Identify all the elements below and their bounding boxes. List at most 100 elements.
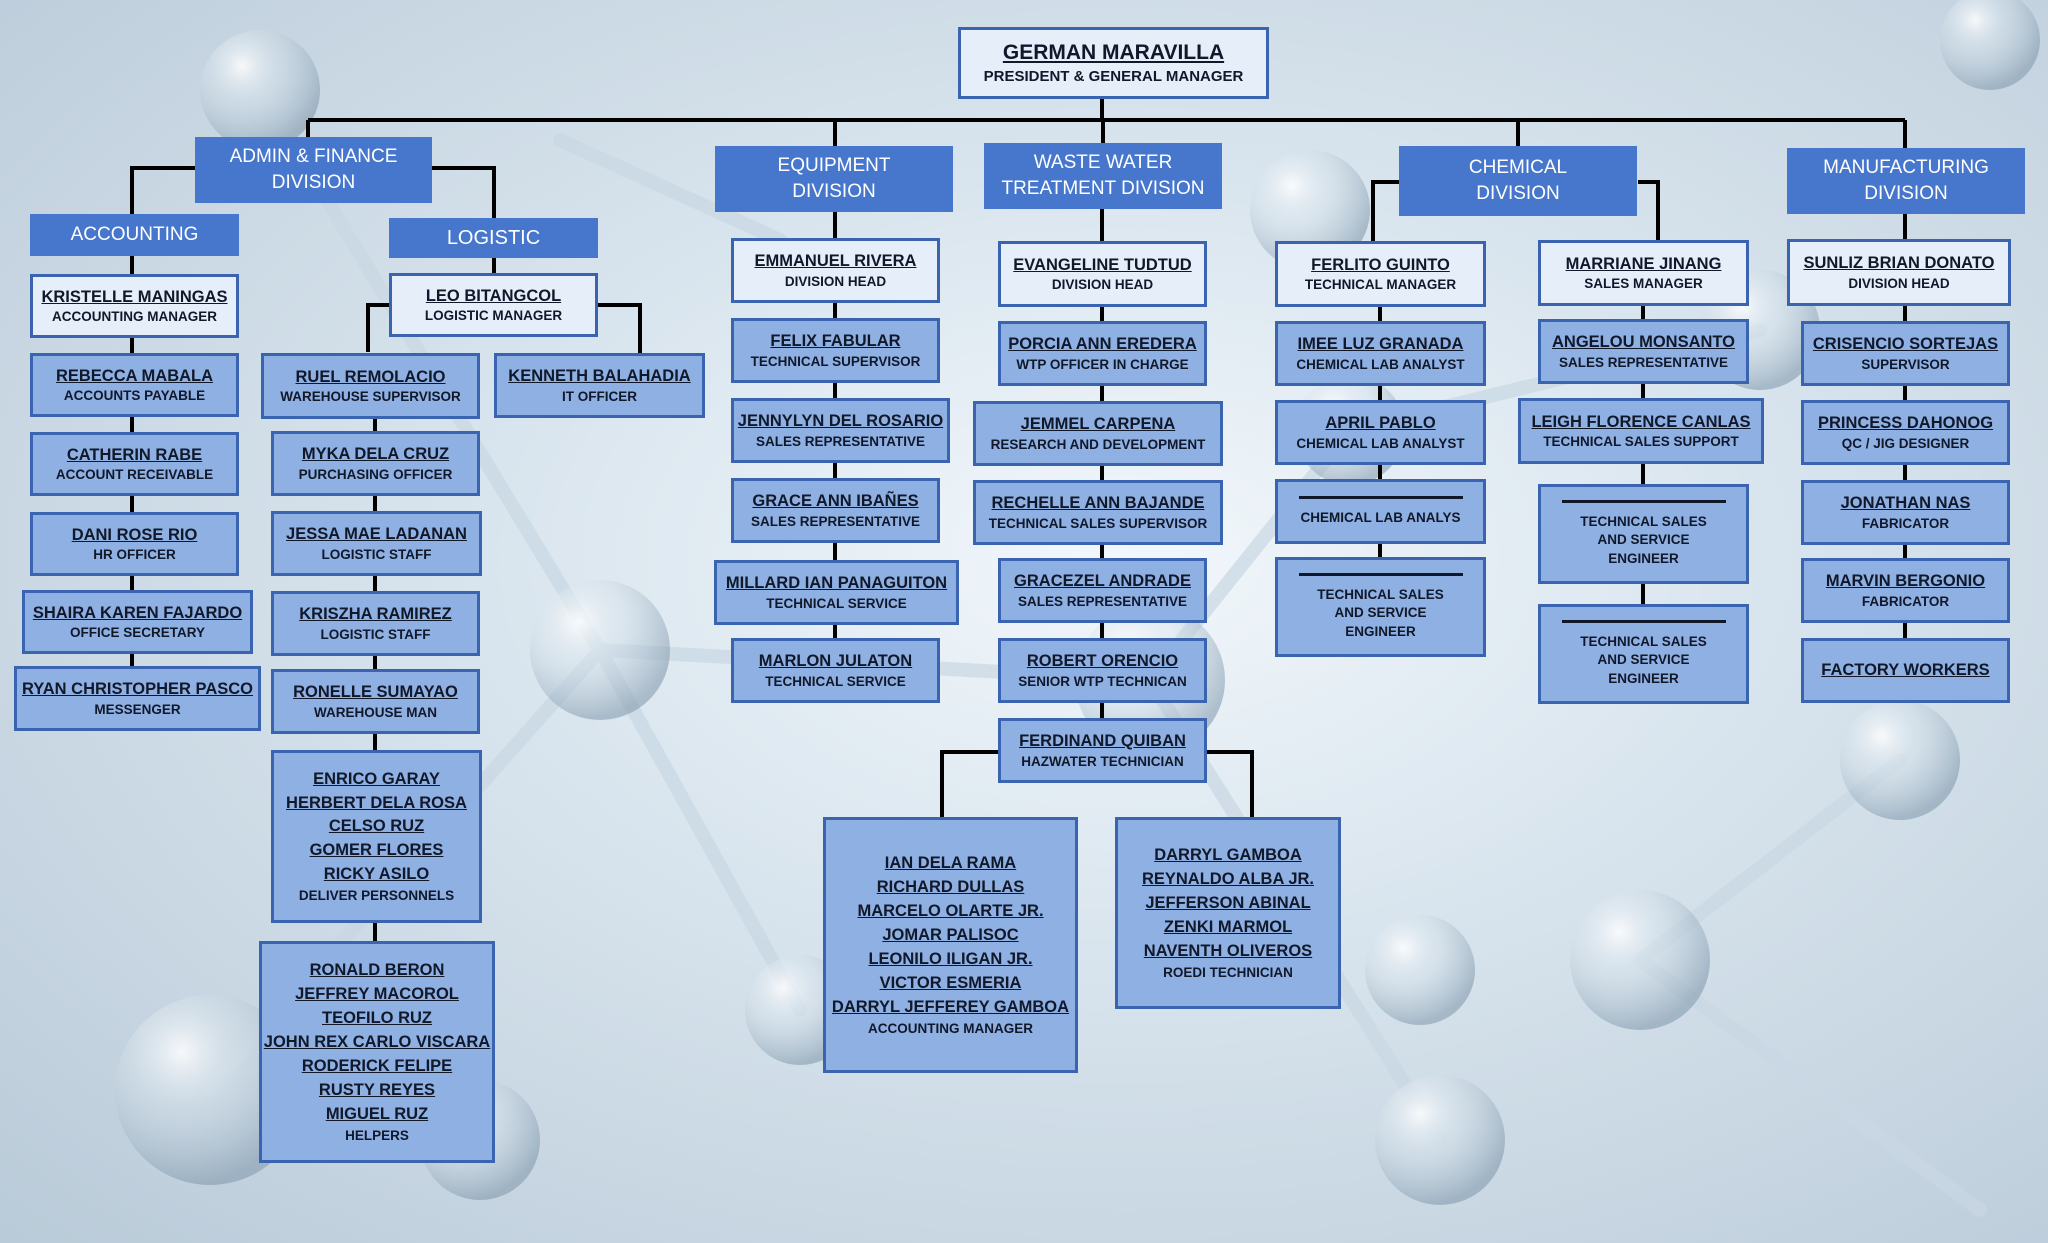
employee-box[interactable]: CATHERIN RABE ACCOUNT RECEIVABLE bbox=[30, 432, 239, 496]
division-label: ADMIN & FINANCE bbox=[229, 146, 398, 168]
employee-name: RUEL REMOLACIO bbox=[295, 367, 446, 386]
employee-box[interactable]: PRINCESS DAHONOG QC / JIG DESIGNER bbox=[1801, 400, 2010, 465]
employee-box[interactable]: ANGELOU MONSANTO SALES REPRESENTATIVE bbox=[1538, 319, 1749, 384]
employee-box[interactable]: REBECCA MABALA ACCOUNTS PAYABLE bbox=[30, 353, 239, 417]
employee-box[interactable]: SHAIRA KAREN FAJARDO OFFICE SECRETARY bbox=[22, 590, 253, 654]
employee-name: FERLITO GUINTO bbox=[1311, 255, 1450, 274]
employee-box[interactable]: CRISENCIO SORTEJAS SUPERVISOR bbox=[1801, 321, 2010, 386]
team-title: DELIVER PERSONNELS bbox=[298, 888, 455, 904]
employee-name: LEONILO ILIGAN JR. bbox=[868, 949, 1033, 968]
employee-name: KENNETH BALAHADIA bbox=[508, 367, 691, 386]
division-label: ACCOUNTING bbox=[70, 224, 199, 246]
employee-box[interactable]: MARRIANE JINANG SALES MANAGER bbox=[1538, 240, 1749, 306]
vacant-name-line bbox=[1298, 495, 1463, 499]
employee-name: MILLARD IAN PANAGUITON bbox=[725, 574, 948, 593]
employee-title: WAREHOUSE SUPERVISOR bbox=[280, 389, 461, 405]
division-label: DIVISION bbox=[792, 181, 876, 202]
employee-title: ACCOUNTING MANAGER bbox=[52, 309, 217, 325]
employee-title: FABRICATOR bbox=[1861, 593, 1950, 609]
vacant-name-line bbox=[1298, 573, 1463, 577]
employee-box[interactable]: RYAN CHRISTOPHER PASCO MESSENGER bbox=[14, 666, 261, 731]
employee-box[interactable]: ROBERT ORENCIO SENIOR WTP TECHNICAN bbox=[998, 638, 1207, 703]
employee-box[interactable]: JESSA MAE LADANAN LOGISTIC STAFF bbox=[271, 511, 482, 576]
employee-name: FERDINAND QUIBAN bbox=[1019, 732, 1186, 751]
division-label: EQUIPMENT bbox=[777, 155, 891, 177]
division-label: MANUFACTURING bbox=[1823, 157, 1989, 179]
employee-name: JOHN REX CARLO VISCARA bbox=[263, 1032, 491, 1051]
employee-box[interactable]: MYKA DELA CRUZ PURCHASING OFFICER bbox=[271, 431, 480, 496]
employee-box[interactable]: RECHELLE ANN BAJANDE TECHNICAL SALES SUP… bbox=[973, 480, 1223, 545]
employee-title: ACCOUNTS PAYABLE bbox=[63, 388, 206, 404]
employee-name: REYNALDO ALBA JR. bbox=[1141, 870, 1315, 888]
employee-name: RONELLE SUMAYAO bbox=[293, 683, 458, 702]
employee-name: CATHERIN RABE bbox=[66, 445, 203, 464]
accounting-header[interactable]: ACCOUNTING bbox=[30, 214, 239, 256]
admin-finance-division[interactable]: ADMIN & FINANCE DIVISION bbox=[195, 137, 432, 203]
helpers-team-box[interactable]: RONALD BERON JEFFREY MACOROL TEOFILO RUZ… bbox=[259, 941, 495, 1163]
delivery-team-box[interactable]: ENRICO GARAY HERBERT DELA ROSA CELSO RUZ… bbox=[271, 750, 482, 923]
division-label: WASTE WATER bbox=[1033, 152, 1173, 174]
employee-box[interactable]: GRACE ANN IBAÑES SALES REPRESENTATIVE bbox=[731, 478, 940, 543]
accounting-team-box[interactable]: IAN DELA RAMA RICHARD DULLAS MARCELO OLA… bbox=[823, 817, 1078, 1073]
employee-box[interactable]: JONATHAN NAS FABRICATOR bbox=[1801, 480, 2010, 545]
employee-name: JEFFREY MACOROL bbox=[295, 985, 459, 1004]
employee-name: MARLON JULATON bbox=[758, 652, 913, 671]
employee-box[interactable]: KRISZHA RAMIREZ LOGISTIC STAFF bbox=[271, 591, 480, 656]
vacant-position-box[interactable]: TECHNICAL SALES AND SERVICE ENGINEER bbox=[1275, 557, 1486, 657]
employee-box[interactable]: DANI ROSE RIO HR OFFICER bbox=[30, 512, 239, 576]
employee-box[interactable]: FACTORY WORKERS bbox=[1801, 638, 2010, 703]
employee-box[interactable]: GRACEZEL ANDRADE SALES REPRESENTATIVE bbox=[998, 558, 1207, 623]
employee-box[interactable]: IMEE LUZ GRANADA CHEMICAL LAB ANALYST bbox=[1275, 321, 1486, 386]
employee-box[interactable]: APRIL PABLO CHEMICAL LAB ANALYST bbox=[1275, 400, 1486, 465]
employee-name: RONALD BERON bbox=[309, 961, 445, 980]
employee-box[interactable]: SUNLIZ BRIAN DONATO DIVISION HEAD bbox=[1787, 239, 2011, 306]
employee-box[interactable]: JEMMEL CARPENA RESEARCH AND DEVELOPMENT bbox=[973, 401, 1223, 466]
employee-title: OFFICE SECRETARY bbox=[69, 625, 205, 641]
employee-box[interactable]: MARVIN BERGONIO FABRICATOR bbox=[1801, 558, 2010, 623]
employee-name: JEFFERSON ABINAL bbox=[1145, 893, 1311, 912]
vacant-position-box[interactable]: TECHNICAL SALES AND SERVICE ENGINEER bbox=[1538, 484, 1749, 584]
employee-box[interactable]: KENNETH BALAHADIA IT OFFICER bbox=[494, 353, 705, 418]
employee-name: IAN DELA RAMA bbox=[884, 854, 1017, 873]
employee-title: TECHNICAL SALES SUPERVISOR bbox=[988, 515, 1208, 531]
employee-box[interactable]: EVANGELINE TUDTUD DIVISION HEAD bbox=[998, 241, 1207, 307]
employee-box[interactable]: KRISTELLE MANINGAS ACCOUNTING MANAGER bbox=[30, 274, 239, 338]
employee-title: ACCOUNT RECEIVABLE bbox=[55, 467, 214, 483]
employee-title: CHEMICAL LAB ANALYS bbox=[1300, 509, 1461, 525]
division-label: TREATMENT DIVISION bbox=[1001, 178, 1205, 199]
division-label: DIVISION bbox=[271, 172, 356, 193]
vacant-position-box[interactable]: TECHNICAL SALES AND SERVICE ENGINEER bbox=[1538, 604, 1749, 704]
employee-box[interactable]: MILLARD IAN PANAGUITON TECHNICAL SERVICE bbox=[714, 560, 959, 625]
chemical-division[interactable]: CHEMICAL DIVISION bbox=[1399, 146, 1637, 216]
equipment-division[interactable]: EQUIPMENT DIVISION bbox=[715, 146, 953, 212]
employee-name: DANI ROSE RIO bbox=[71, 525, 198, 544]
employee-name: MIGUEL RUZ bbox=[325, 1104, 429, 1123]
employee-title: TECHNICAL SALES AND SERVICE ENGINEER bbox=[1317, 587, 1444, 639]
employee-box[interactable]: EMMANUEL RIVERA DIVISION HEAD bbox=[731, 238, 940, 303]
employee-name: ENRICO GARAY bbox=[313, 769, 440, 788]
employee-box[interactable]: RUEL REMOLACIO WAREHOUSE SUPERVISOR bbox=[261, 353, 480, 419]
logistic-header[interactable]: LOGISTIC bbox=[389, 218, 598, 258]
vacant-position-box[interactable]: CHEMICAL LAB ANALYS bbox=[1275, 479, 1486, 544]
ceo-box[interactable]: GERMAN MARAVILLA PRESIDENT & GENERAL MAN… bbox=[958, 27, 1269, 99]
employee-name: IMEE LUZ GRANADA bbox=[1297, 335, 1464, 354]
employee-box[interactable]: JENNYLYN DEL ROSARIO SALES REPRESENTATIV… bbox=[731, 398, 950, 463]
employee-box[interactable]: RONELLE SUMAYAO WAREHOUSE MAN bbox=[271, 669, 480, 734]
employee-box[interactable]: MARLON JULATON TECHNICAL SERVICE bbox=[731, 638, 940, 703]
employee-box[interactable]: FERLITO GUINTO TECHNICAL MANAGER bbox=[1275, 241, 1486, 307]
employee-title: TECHNICAL SERVICE bbox=[765, 673, 906, 689]
employee-name: GOMER FLORES bbox=[309, 841, 444, 860]
employee-name: LEO BITANGCOL bbox=[425, 286, 562, 305]
employee-box[interactable]: LEIGH FLORENCE CANLAS TECHNICAL SALES SU… bbox=[1518, 398, 1764, 464]
employee-name: EVANGELINE TUDTUD bbox=[1013, 255, 1192, 274]
employee-box[interactable]: FELIX FABULAR TECHNICAL SUPERVISOR bbox=[731, 318, 940, 383]
employee-name: MYKA DELA CRUZ bbox=[301, 445, 450, 464]
manufacturing-division[interactable]: MANUFACTURING DIVISION bbox=[1787, 148, 2025, 214]
employee-name: GRACE ANN IBAÑES bbox=[752, 492, 919, 511]
employee-box[interactable]: PORCIA ANN EREDERA WTP OFFICER IN CHARGE bbox=[998, 321, 1207, 386]
roedi-team-box[interactable]: DARRYL GAMBOA REYNALDO ALBA JR. JEFFERSO… bbox=[1115, 817, 1341, 1009]
employee-title: WAREHOUSE MAN bbox=[313, 704, 437, 720]
employee-box[interactable]: FERDINAND QUIBAN HAZWATER TECHNICIAN bbox=[998, 718, 1207, 783]
employee-box[interactable]: LEO BITANGCOL LOGISTIC MANAGER bbox=[389, 273, 598, 337]
wastewater-division[interactable]: WASTE WATER TREATMENT DIVISION bbox=[984, 143, 1222, 209]
